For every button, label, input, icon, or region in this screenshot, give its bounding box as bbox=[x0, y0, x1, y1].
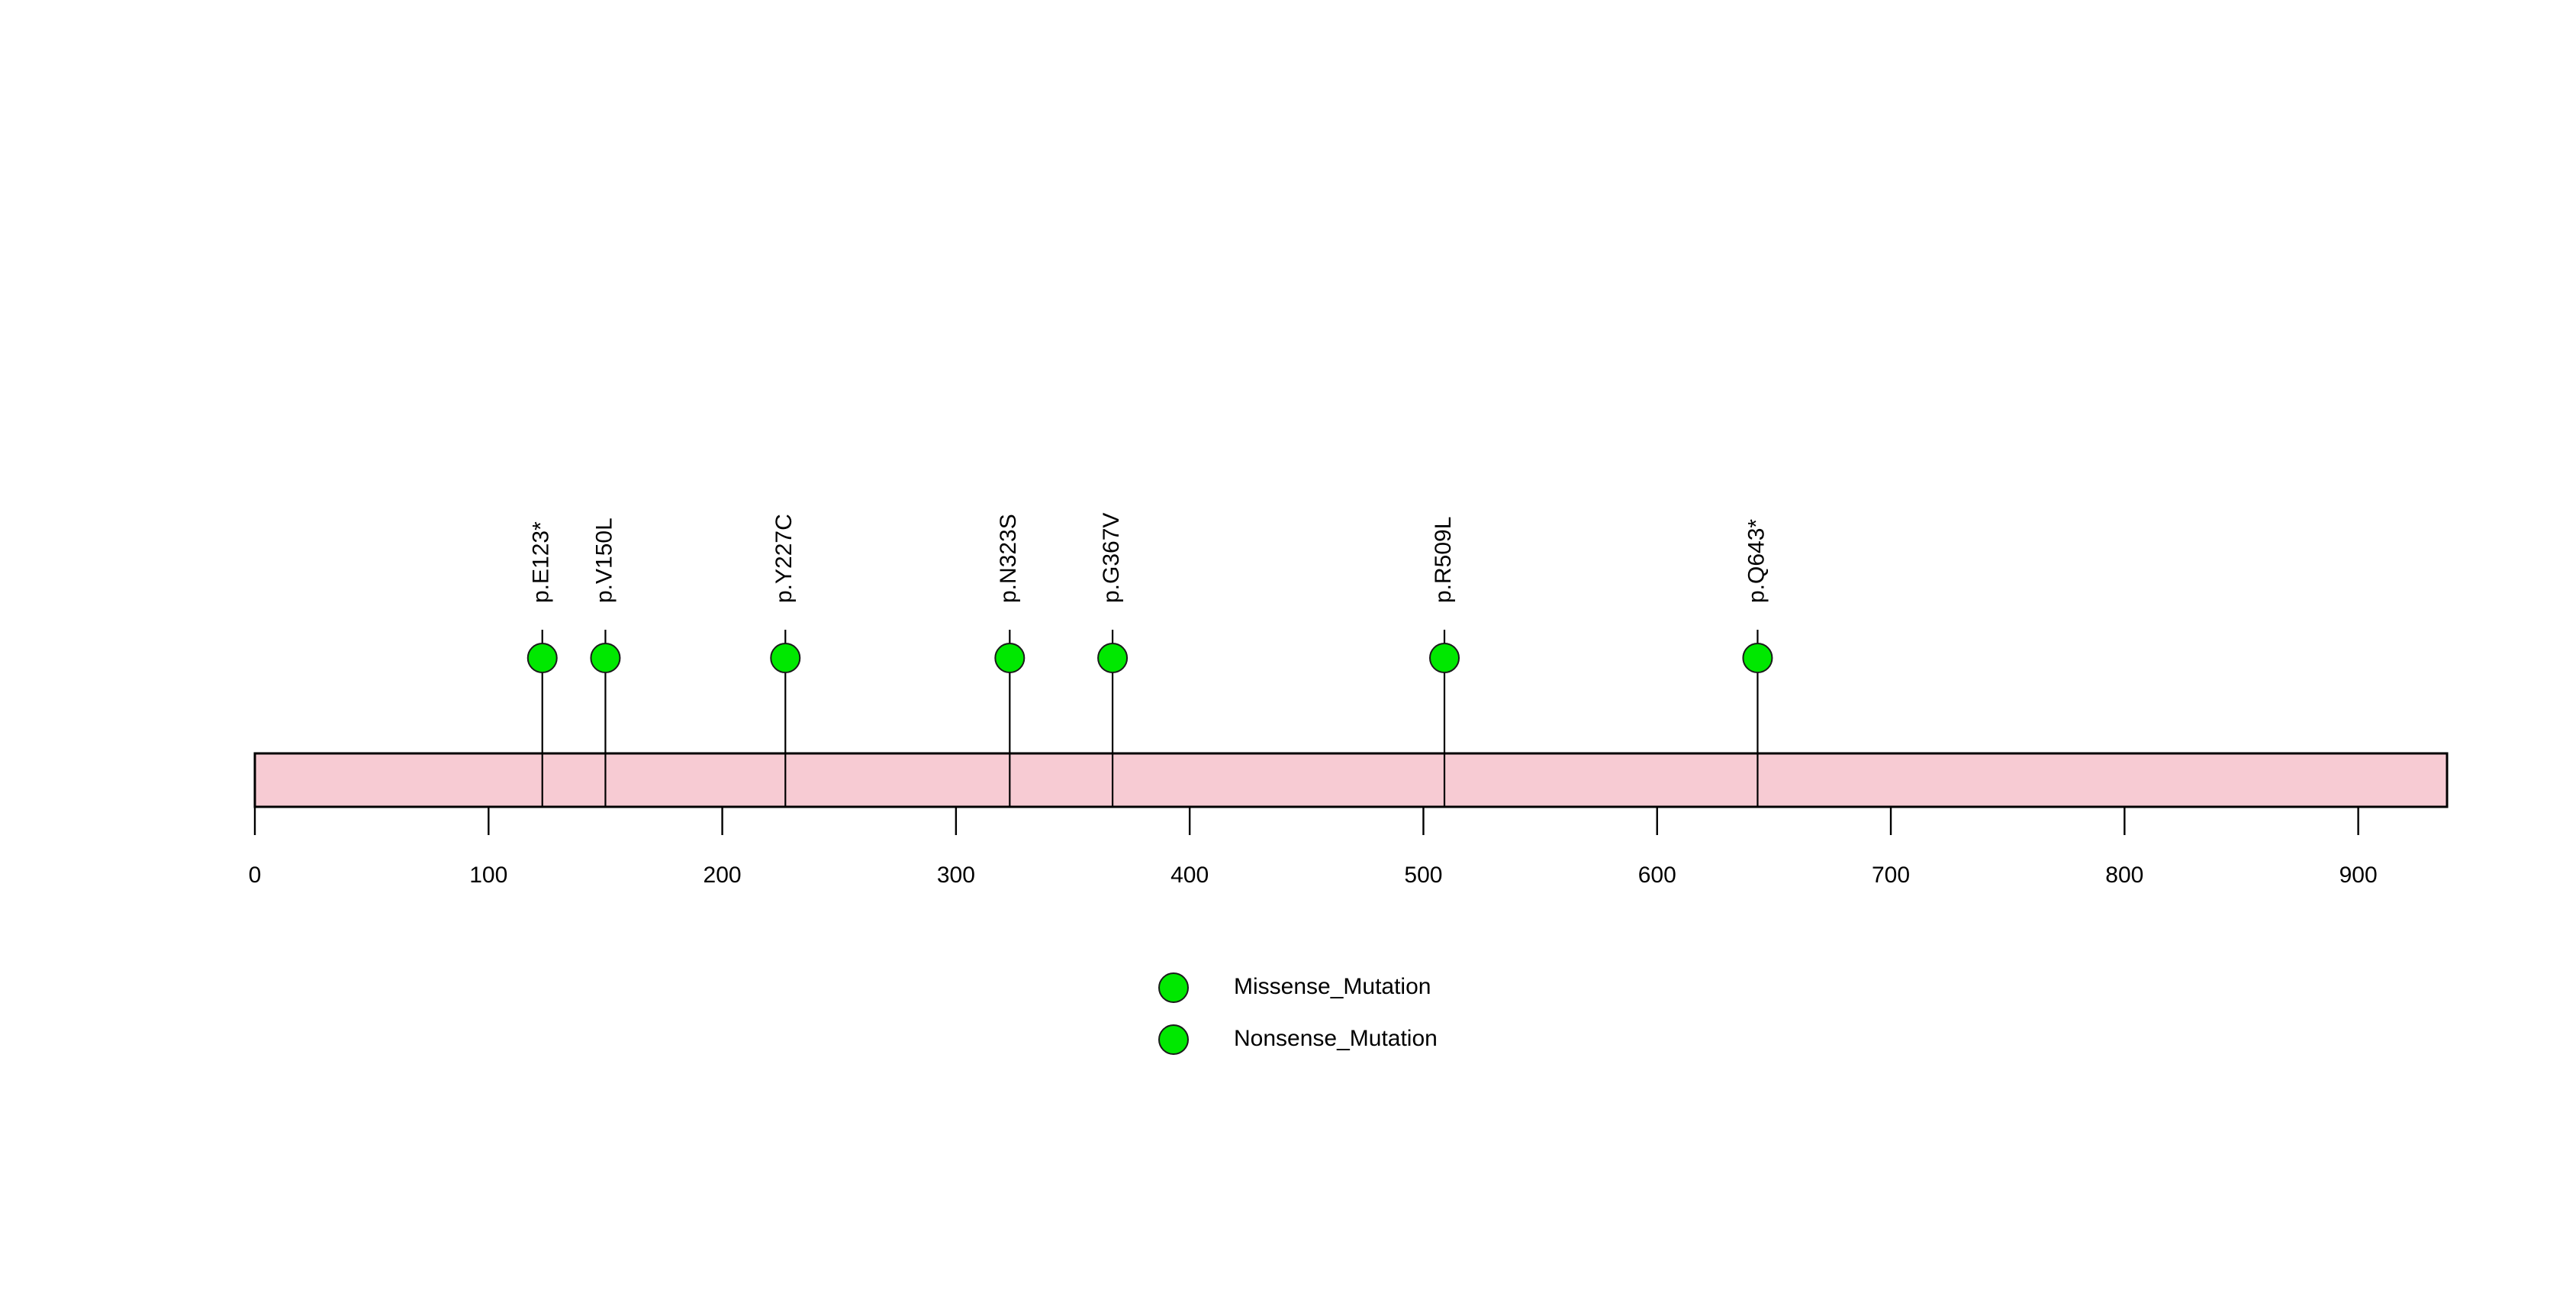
mutation-lollipops: p.E123* p.V150L p.Y227C p.N323S p.G367V p.R50… bbox=[526, 513, 1773, 807]
lollipop-dot[interactable] bbox=[526, 643, 558, 673]
protein-backbone-rect bbox=[253, 752, 2449, 808]
lollipop-label: p.N323S bbox=[996, 514, 1021, 603]
lollipop-label: p.R509L bbox=[1431, 517, 1456, 603]
lollipop-pV150L[interactable]: p.V150L bbox=[590, 518, 621, 807]
x-axis-tick-label: 200 bbox=[704, 863, 742, 888]
legend-entry-nonsense_mutation[interactable]: Nonsense_Mutation bbox=[1158, 1024, 1438, 1055]
lollipop-pN323S[interactable]: p.N323S bbox=[994, 514, 1026, 807]
lollipop-label: p.Q643* bbox=[1744, 519, 1769, 603]
lollipop-dot[interactable] bbox=[1429, 643, 1460, 673]
legend-swatch-icon bbox=[1158, 972, 1189, 1003]
x-axis-tick-label: 800 bbox=[2105, 863, 2143, 888]
lollipop-pR509L[interactable]: p.R509L bbox=[1429, 517, 1460, 807]
lollipop-dot[interactable] bbox=[1097, 643, 1129, 673]
x-axis-tick-label: 500 bbox=[1404, 863, 1442, 888]
legend-entry-label: Missense_Mutation bbox=[1234, 974, 1431, 999]
lollipop-label: p.V150L bbox=[591, 518, 617, 603]
legend-entry-missense_mutation[interactable]: Missense_Mutation bbox=[1158, 972, 1431, 1003]
x-axis-tick-label: 900 bbox=[2339, 863, 2378, 888]
legend-entry-label: Nonsense_Mutation bbox=[1234, 1026, 1438, 1051]
legend-swatch-icon bbox=[1158, 1024, 1189, 1055]
lollipop-pQ643[interactable]: p.Q643* bbox=[1742, 519, 1773, 807]
lollipop-pY227C[interactable]: p.Y227C bbox=[770, 514, 801, 807]
x-axis-tick-label: 700 bbox=[1872, 863, 1910, 888]
x-axis-tick-label: 400 bbox=[1170, 863, 1209, 888]
lollipop-label: p.Y227C bbox=[771, 514, 797, 603]
lollipop-dot[interactable] bbox=[994, 643, 1026, 673]
lollipop-label: p.G367V bbox=[1099, 513, 1124, 603]
lollipop-dot[interactable] bbox=[590, 643, 621, 673]
lollipop-pE123[interactable]: p.E123* bbox=[526, 521, 558, 807]
lollipop-pG367V[interactable]: p.G367V bbox=[1097, 513, 1129, 807]
lollipop-dot[interactable] bbox=[1742, 643, 1773, 673]
x-axis: 0 100 200 300 400 500 600 700 800 900 bbox=[249, 807, 2378, 888]
protein-backbone-track bbox=[253, 752, 2449, 808]
x-axis-tick-label: 600 bbox=[1638, 863, 1676, 888]
lollipop-label: p.E123* bbox=[529, 521, 554, 603]
x-axis-tick-label: 100 bbox=[469, 863, 507, 888]
x-axis-tick-label: 0 bbox=[249, 863, 262, 888]
x-axis-tick-label: 300 bbox=[937, 863, 975, 888]
lollipop-dot[interactable] bbox=[770, 643, 801, 673]
